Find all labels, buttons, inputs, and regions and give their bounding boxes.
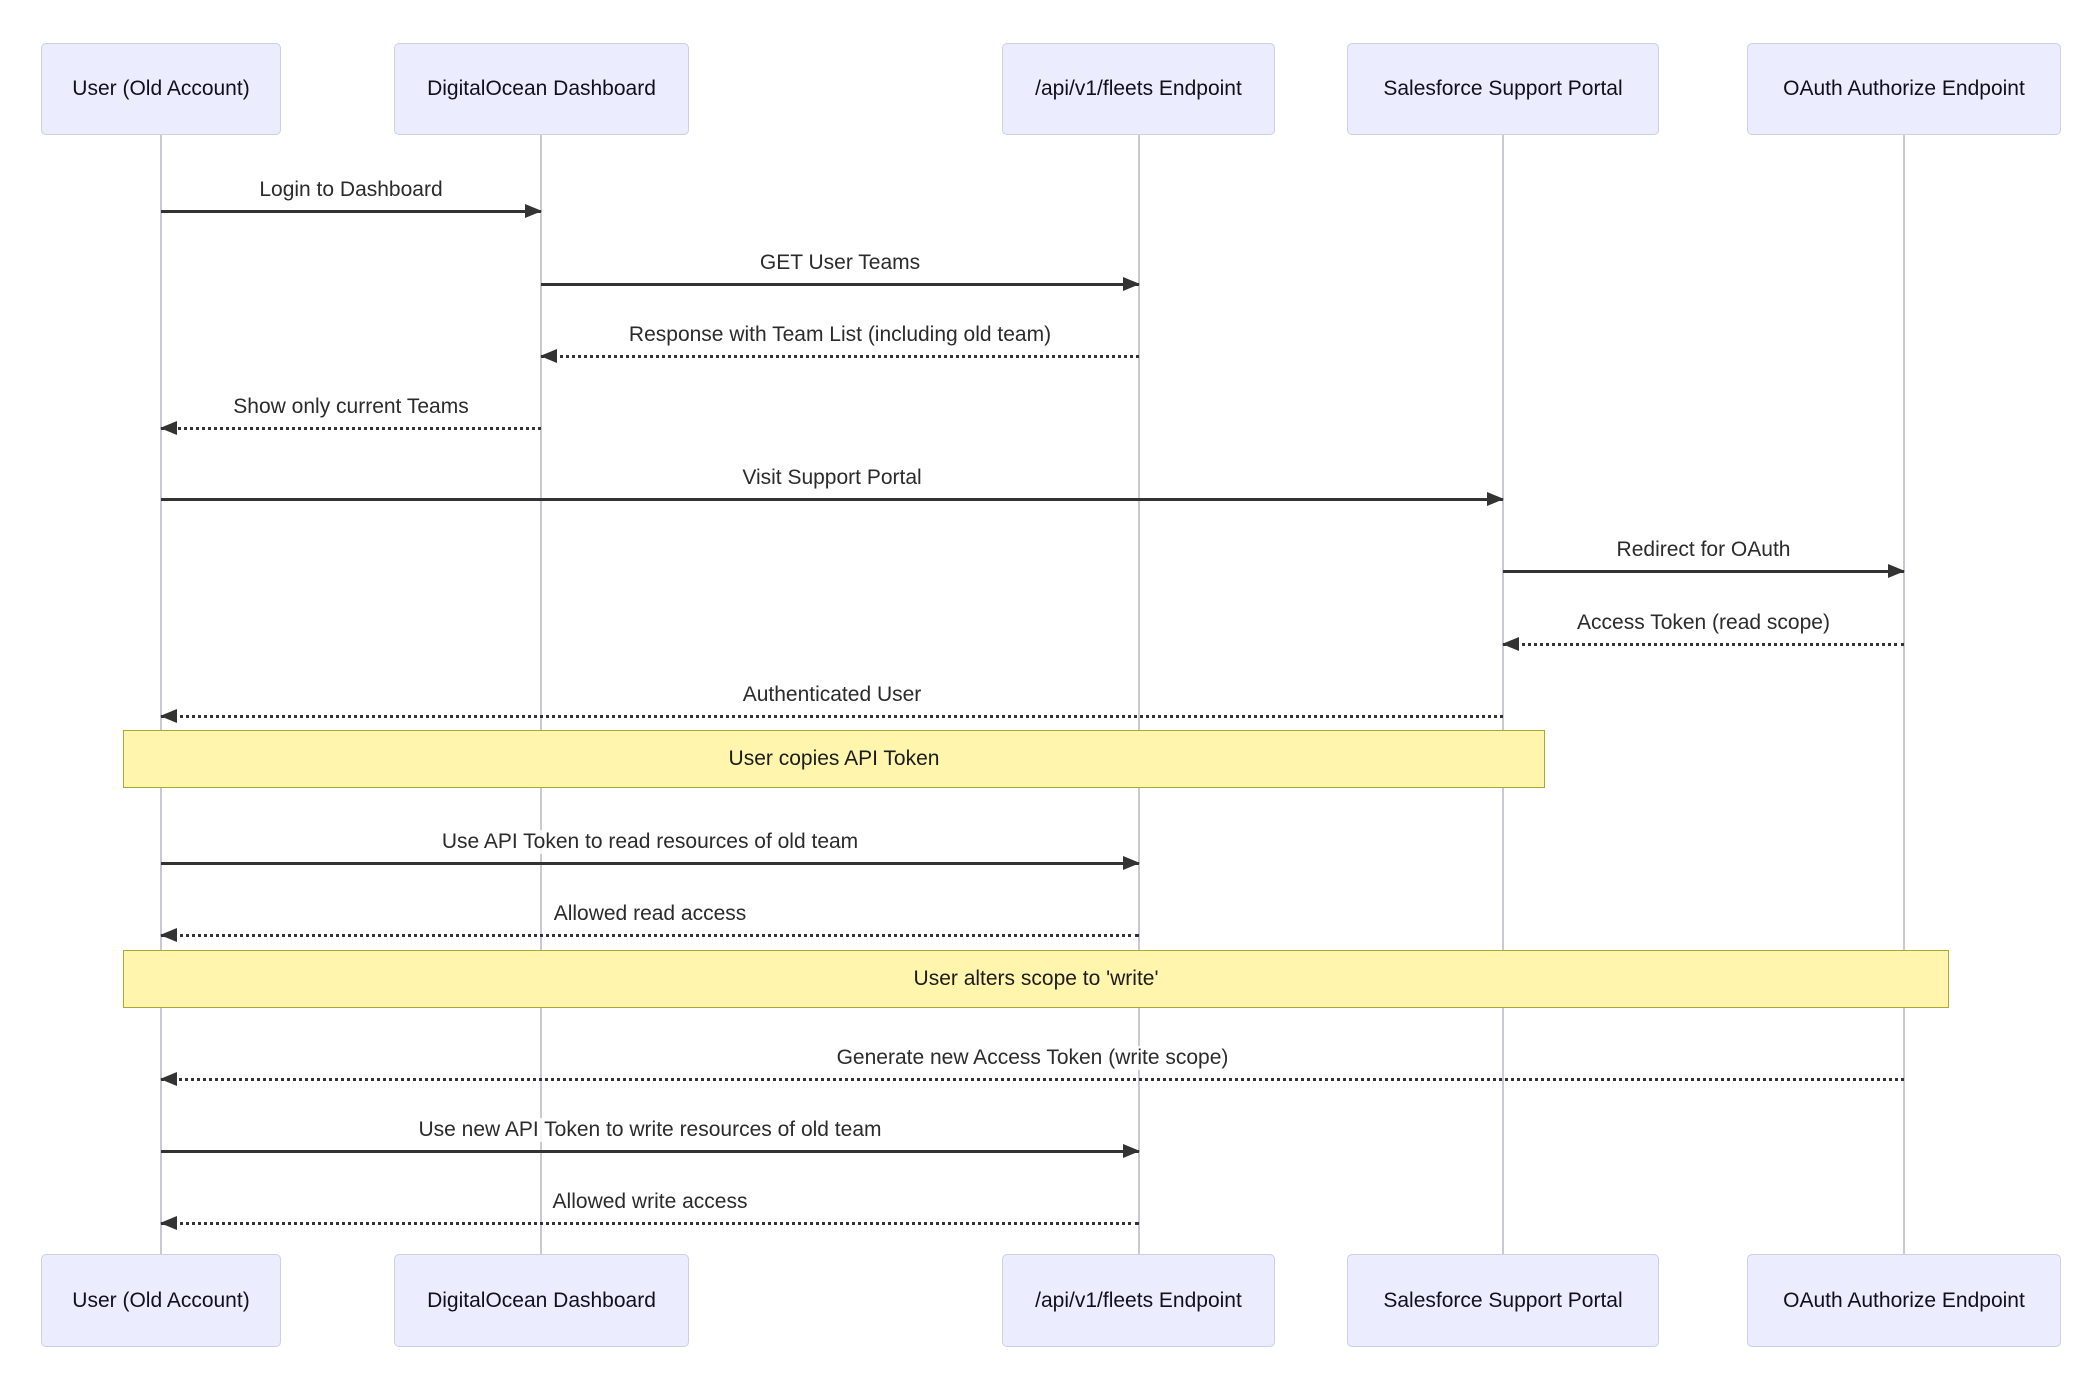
message-line <box>161 862 1139 865</box>
lifeline-salesforce-portal <box>1502 135 1504 1255</box>
actor-label: Salesforce Support Portal <box>1383 77 1623 100</box>
message-label: Response with Team List (including old t… <box>624 323 1056 347</box>
actor-top-salesforce-portal: Salesforce Support Portal <box>1347 43 1659 135</box>
message-use-new-api-token-write: Use new API Token to write resources of … <box>161 1118 1140 1158</box>
message-label: Allowed write access <box>548 1190 752 1214</box>
message-line <box>161 498 1503 501</box>
actor-bottom-oauth-endpoint: OAuth Authorize Endpoint <box>1747 1254 2061 1347</box>
message-allowed-read-access: Allowed read access <box>160 902 1139 942</box>
arrowhead-left-icon <box>160 421 177 435</box>
message-label: Show only current Teams <box>229 395 473 419</box>
note-user-alters-scope-write: User alters scope to 'write' <box>123 950 1949 1008</box>
lifeline-oauth-endpoint <box>1903 135 1905 1255</box>
actor-label: OAuth Authorize Endpoint <box>1783 1288 2025 1312</box>
actor-label: OAuth Authorize Endpoint <box>1783 77 2025 100</box>
message-label: Access Token (read scope) <box>1573 611 1834 635</box>
actor-bottom-salesforce-portal: Salesforce Support Portal <box>1347 1254 1659 1347</box>
message-label: Authenticated User <box>738 683 926 707</box>
message-label: Login to Dashboard <box>255 178 447 202</box>
message-get-user-teams: GET User Teams <box>541 251 1140 291</box>
actor-top-user-old-account: User (Old Account) <box>41 43 281 135</box>
message-line <box>161 210 541 213</box>
message-label: GET User Teams <box>755 251 925 275</box>
message-line <box>161 1078 1904 1081</box>
message-redirect-for-oauth: Redirect for OAuth <box>1503 538 1905 578</box>
arrowhead-left-icon <box>1502 637 1519 651</box>
message-allowed-write-access: Allowed write access <box>160 1190 1139 1230</box>
actor-bottom-fleets-endpoint: /api/v1/fleets Endpoint <box>1002 1254 1275 1347</box>
message-authenticated-user: Authenticated User <box>160 683 1503 723</box>
message-show-current-teams: Show only current Teams <box>160 395 541 435</box>
message-visit-support-portal: Visit Support Portal <box>161 466 1504 506</box>
message-label: Use new API Token to write resources of … <box>414 1118 886 1142</box>
message-line <box>161 427 541 430</box>
arrowhead-right-icon <box>1123 277 1140 291</box>
message-line <box>1503 570 1904 573</box>
arrowhead-left-icon <box>160 1072 177 1086</box>
arrowhead-left-icon <box>160 709 177 723</box>
lifeline-digitalocean-dashboard <box>540 135 542 1255</box>
actor-label: User (Old Account) <box>72 1288 250 1312</box>
message-response-team-list: Response with Team List (including old t… <box>540 323 1139 363</box>
note-label: User copies API Token <box>728 747 940 770</box>
message-line <box>161 1222 1139 1225</box>
message-line <box>541 283 1139 286</box>
message-line <box>1503 643 1904 646</box>
message-login-to-dashboard: Login to Dashboard <box>161 178 542 218</box>
actor-label: /api/v1/fleets Endpoint <box>1035 1288 1242 1312</box>
actor-top-digitalocean-dashboard: DigitalOcean Dashboard <box>394 43 689 135</box>
actor-bottom-user-old-account: User (Old Account) <box>41 1254 281 1347</box>
lifeline-fleets-endpoint <box>1138 135 1140 1255</box>
actor-label: User (Old Account) <box>72 77 250 100</box>
actor-label: DigitalOcean Dashboard <box>427 77 656 100</box>
message-line <box>541 355 1139 358</box>
arrowhead-left-icon <box>160 1216 177 1230</box>
actor-label: Salesforce Support Portal <box>1383 1288 1623 1312</box>
arrowhead-right-icon <box>1123 1144 1140 1158</box>
message-label: Use API Token to read resources of old t… <box>437 830 863 854</box>
arrowhead-left-icon <box>160 928 177 942</box>
message-label: Visit Support Portal <box>738 466 926 490</box>
message-use-api-token-read: Use API Token to read resources of old t… <box>161 830 1140 870</box>
note-user-copies-api-token: User copies API Token <box>123 730 1545 788</box>
message-access-token-read-scope: Access Token (read scope) <box>1502 611 1904 651</box>
arrowhead-right-icon <box>1888 564 1905 578</box>
message-line <box>161 715 1503 718</box>
lifeline-user-old-account <box>160 135 162 1255</box>
message-label: Generate new Access Token (write scope) <box>832 1046 1233 1070</box>
actor-top-fleets-endpoint: /api/v1/fleets Endpoint <box>1002 43 1275 135</box>
message-label: Redirect for OAuth <box>1612 538 1795 562</box>
actor-bottom-digitalocean-dashboard: DigitalOcean Dashboard <box>394 1254 689 1347</box>
message-label: Allowed read access <box>549 902 751 926</box>
arrowhead-right-icon <box>525 204 542 218</box>
arrowhead-right-icon <box>1487 492 1504 506</box>
message-line <box>161 1150 1139 1153</box>
arrowhead-right-icon <box>1123 856 1140 870</box>
actor-label: DigitalOcean Dashboard <box>427 1288 656 1312</box>
message-generate-new-access-token: Generate new Access Token (write scope) <box>160 1046 1904 1086</box>
note-label: User alters scope to 'write' <box>913 967 1159 990</box>
actor-top-oauth-endpoint: OAuth Authorize Endpoint <box>1747 43 2061 135</box>
actor-label: /api/v1/fleets Endpoint <box>1035 77 1242 100</box>
message-line <box>161 934 1139 937</box>
arrowhead-left-icon <box>540 349 557 363</box>
